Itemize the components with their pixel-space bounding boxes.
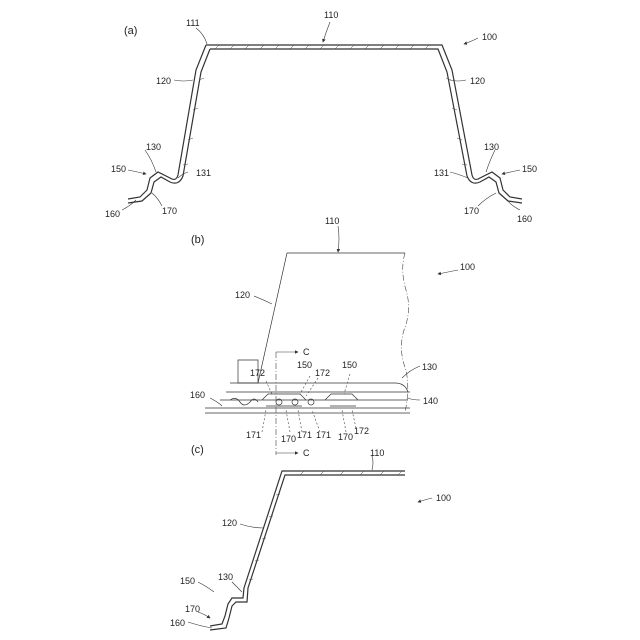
ref-170-b1: 170 [281, 434, 296, 444]
ref-130-left-a: 130 [146, 142, 161, 152]
panel-label-b: (b) [191, 234, 204, 246]
bumper-outer-contour [206, 45, 522, 199]
ref-130-b: 130 [422, 362, 437, 372]
ref-100-a: 100 [482, 32, 497, 42]
ref-130-c: 130 [218, 572, 233, 582]
figure-b: (b) [190, 216, 475, 458]
ref-170-c: 170 [185, 604, 200, 614]
figure-a: (a) 110 111 100 120 120 130 [105, 10, 537, 224]
ref-160-b: 160 [190, 390, 205, 400]
ref-111-a: 111 [186, 18, 200, 28]
section-c-bottom: C [303, 448, 310, 458]
ref-171-b2: 171 [297, 430, 312, 440]
ref-110-c: 110 [370, 448, 384, 458]
ref-131-left-a: 131 [196, 168, 211, 178]
ref-100-b: 100 [460, 262, 475, 272]
bumper-side-panel [258, 253, 405, 383]
ref-120-c: 120 [222, 518, 237, 528]
ref-170-b2: 170 [338, 432, 353, 442]
top-panel-hatch [183, 45, 467, 165]
ref-170-left-a: 170 [162, 206, 177, 216]
section-outer-contour [210, 471, 405, 626]
panel-label-c: (c) [191, 444, 204, 456]
ref-150-right-a: 150 [522, 164, 537, 174]
ref-120-b: 120 [235, 290, 250, 300]
ref-160-left-a: 160 [105, 209, 120, 219]
ref-172-b2: 172 [315, 368, 330, 378]
ref-110-a: 110 [324, 10, 338, 20]
section-c-top: C [303, 347, 310, 357]
ref-150-left-a: 150 [111, 164, 126, 174]
ref-120-left-a: 120 [156, 76, 171, 86]
section-hatch [249, 471, 402, 580]
ref-171-b1: 171 [246, 430, 261, 440]
ref-120-right-a: 120 [470, 76, 485, 86]
ref-150-c: 150 [180, 576, 195, 586]
ref-160-c: 160 [170, 618, 185, 628]
ref-130-right-a: 130 [484, 142, 499, 152]
ref-172-b1: 172 [250, 368, 265, 378]
section-inner-contour [210, 475, 405, 630]
ref-150-b1: 150 [297, 360, 312, 370]
ref-131-right-a: 131 [434, 168, 449, 178]
ref-140-b: 140 [423, 396, 438, 406]
ref-171-b3: 171 [316, 430, 331, 440]
ref-100-c: 100 [436, 493, 451, 503]
break-line [401, 253, 408, 412]
ref-172-b3: 172 [354, 426, 369, 436]
ref-110-b: 110 [325, 216, 339, 226]
ref-150-b2: 150 [342, 360, 357, 370]
ref-160-right-a: 160 [517, 214, 532, 224]
figure-c: (c) 110 100 120 150 130 170 160 [170, 444, 451, 630]
ref-170-right-a: 170 [464, 206, 479, 216]
panel-label-a: (a) [124, 25, 137, 37]
